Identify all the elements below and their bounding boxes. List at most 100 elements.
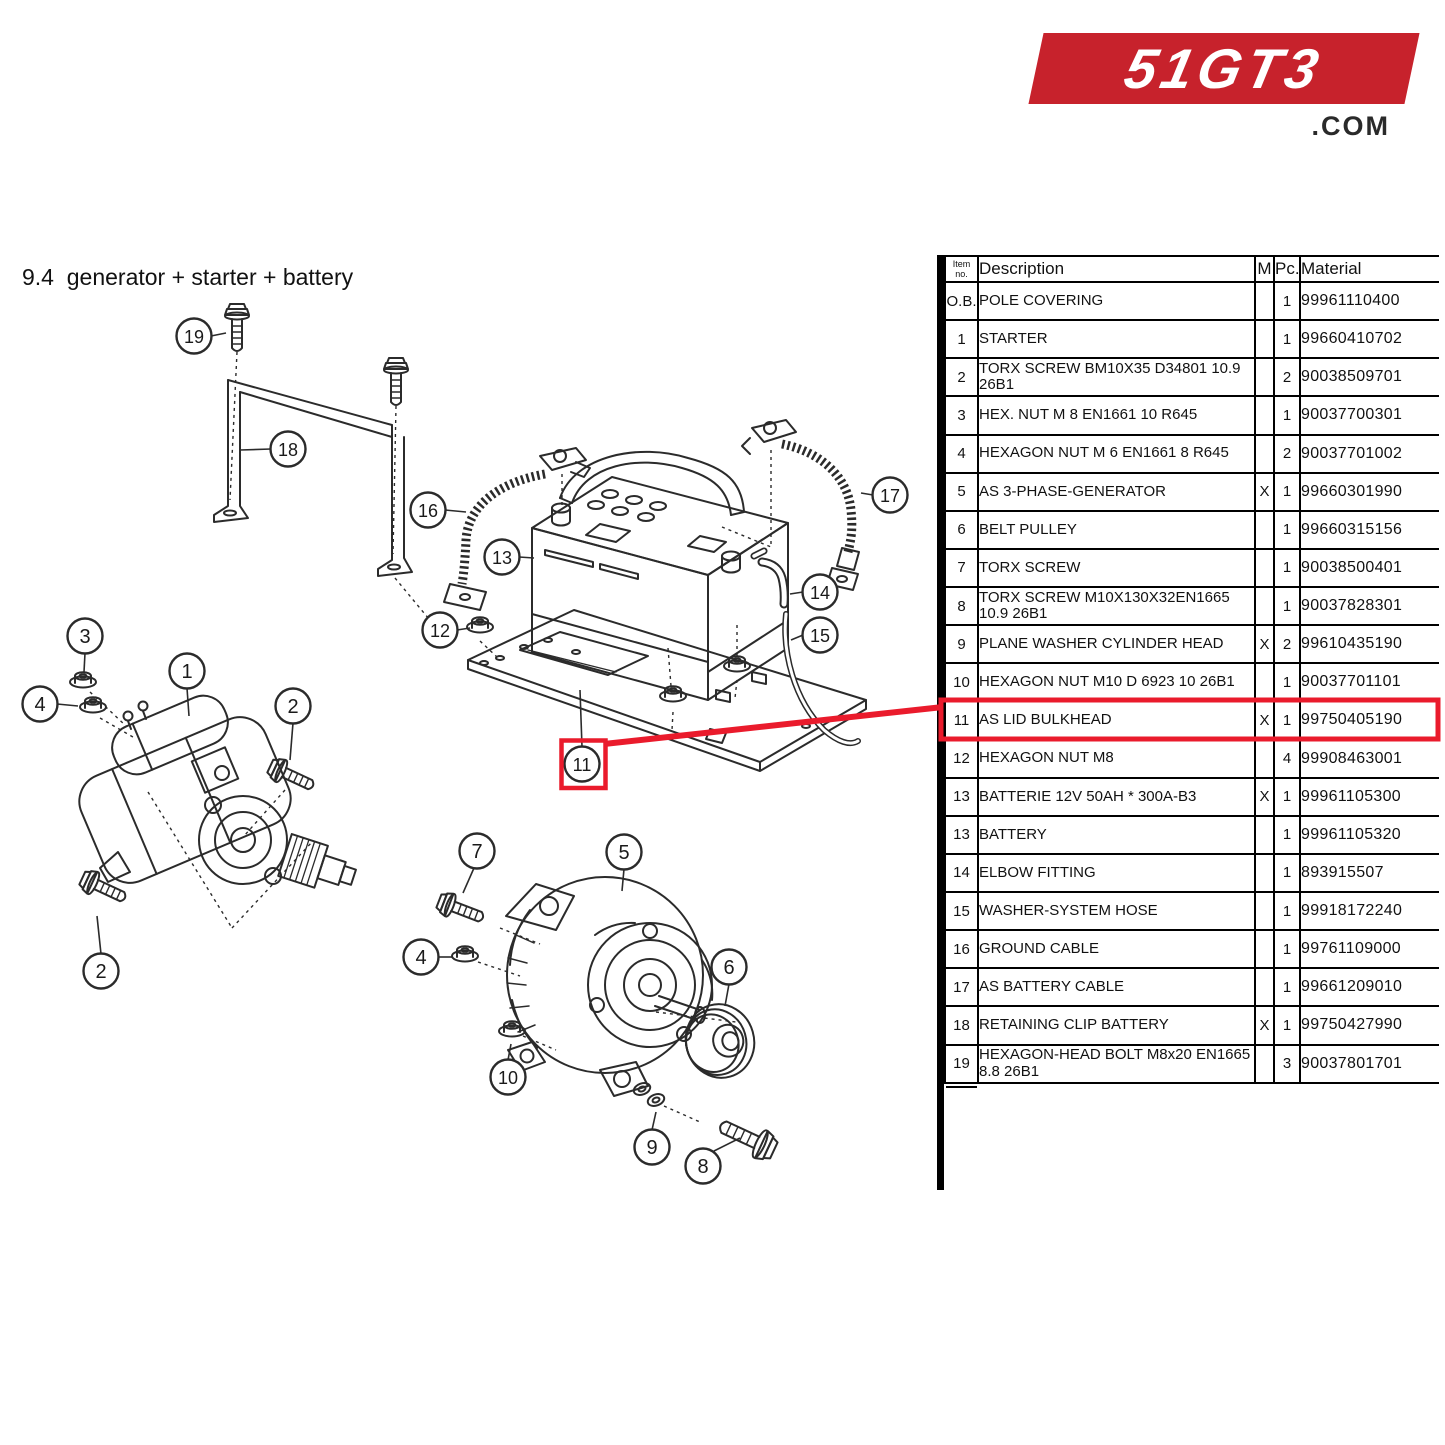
svg-text:19: 19	[184, 327, 204, 347]
svg-text:9: 9	[646, 1137, 657, 1159]
nut-3-art	[69, 671, 97, 689]
svg-text:11: 11	[573, 755, 592, 775]
bolt-18-right-art	[383, 357, 409, 406]
callout-9-19[interactable]: 9	[635, 1130, 670, 1165]
svg-text:17: 17	[880, 486, 900, 506]
cell-pc: 3	[1273, 1043, 1301, 1084]
header-pc: Pc.	[1273, 255, 1301, 283]
site-logo[interactable]: 51GT3 .COM	[1022, 33, 1422, 163]
cell-m	[1254, 357, 1275, 398]
cell-item: 15	[944, 890, 979, 932]
cell-desc: GROUND CABLE	[977, 929, 1256, 970]
callout-3-9[interactable]: 3	[68, 619, 103, 654]
svg-text:12: 12	[430, 621, 450, 641]
table-left-bar	[937, 255, 944, 1190]
parts-table: Item no. Description M Pc. Material O.B.…	[944, 255, 1439, 1084]
washer-9b-art	[645, 1090, 667, 1110]
cell-item: 8	[944, 585, 979, 627]
callout-2-12[interactable]: 2	[276, 689, 311, 724]
callout-12-4[interactable]: 12	[423, 613, 458, 648]
retaining-clip-art	[214, 380, 412, 576]
cell-mat: 99918172240	[1299, 890, 1439, 932]
cell-pc: 1	[1273, 509, 1301, 550]
cell-item: 5	[944, 471, 979, 512]
callout-5-15[interactable]: 5	[607, 835, 642, 870]
callout-6-17[interactable]: 6	[712, 950, 747, 985]
logo-red-parallelogram: 51GT3	[1028, 33, 1420, 104]
cell-pc: 4	[1273, 738, 1301, 779]
cell-mat: 90037801701	[1299, 1043, 1439, 1084]
callout-16-2[interactable]: 16	[411, 493, 446, 528]
cell-m	[1254, 280, 1275, 322]
ground-cable-art	[444, 448, 590, 610]
nut-10-art	[498, 1020, 526, 1038]
cell-item: O.B.	[944, 280, 979, 322]
cell-desc: HEX. NUT M 8 EN1661 10 R645	[977, 395, 1256, 436]
nut-4-art	[79, 696, 107, 714]
cell-desc: PLANE WASHER CYLINDER HEAD	[977, 624, 1256, 665]
callout-17-5[interactable]: 17	[873, 478, 908, 513]
callout-2-13[interactable]: 2	[84, 954, 119, 989]
cell-item: 18	[944, 1005, 979, 1046]
callout-14-6[interactable]: 14	[803, 575, 838, 610]
leader-lines	[57, 333, 873, 1151]
svg-text:2: 2	[287, 696, 298, 718]
starter-art	[71, 689, 361, 899]
cell-pc: 1	[1273, 814, 1301, 855]
callout-7-14[interactable]: 7	[460, 834, 495, 869]
callout-10-18[interactable]: 10	[491, 1060, 526, 1095]
callout-13-3[interactable]: 13	[485, 540, 520, 575]
cell-desc: AS BATTERY CABLE	[977, 967, 1256, 1008]
cell-item: 6	[944, 509, 979, 550]
cell-mat: 90038509701	[1299, 357, 1439, 398]
callout-8-20[interactable]: 8	[686, 1149, 721, 1184]
cell-pc: 2	[1273, 624, 1301, 665]
callout-4-16[interactable]: 4	[404, 940, 439, 975]
cell-item: 13	[944, 776, 979, 817]
cell-pc: 1	[1273, 662, 1301, 703]
cell-mat: 99961105320	[1299, 814, 1439, 855]
bolt-2a-art	[264, 754, 319, 798]
nut-4b-art	[451, 945, 479, 963]
callout-19-0[interactable]: 19	[177, 319, 212, 354]
generator-art	[506, 877, 712, 1096]
cell-desc: ELBOW FITTING	[977, 852, 1256, 894]
cell-mat: 99908463001	[1299, 738, 1439, 779]
cell-m	[1254, 585, 1275, 627]
cell-pc: 1	[1273, 585, 1301, 627]
cell-m	[1254, 433, 1275, 474]
cell-pc: 1	[1273, 967, 1301, 1008]
callout-18-1[interactable]: 18	[271, 432, 306, 467]
callout-11-8[interactable]: 11	[565, 747, 600, 782]
callout-1-11[interactable]: 1	[170, 654, 205, 689]
svg-text:8: 8	[697, 1156, 708, 1178]
cell-m	[1254, 547, 1275, 589]
callout-4-10[interactable]: 4	[23, 687, 58, 722]
cell-item: 13	[944, 814, 979, 855]
cell-pc: 1	[1273, 700, 1301, 741]
header-description: Description	[977, 255, 1256, 283]
callout-15-7[interactable]: 15	[803, 618, 838, 653]
